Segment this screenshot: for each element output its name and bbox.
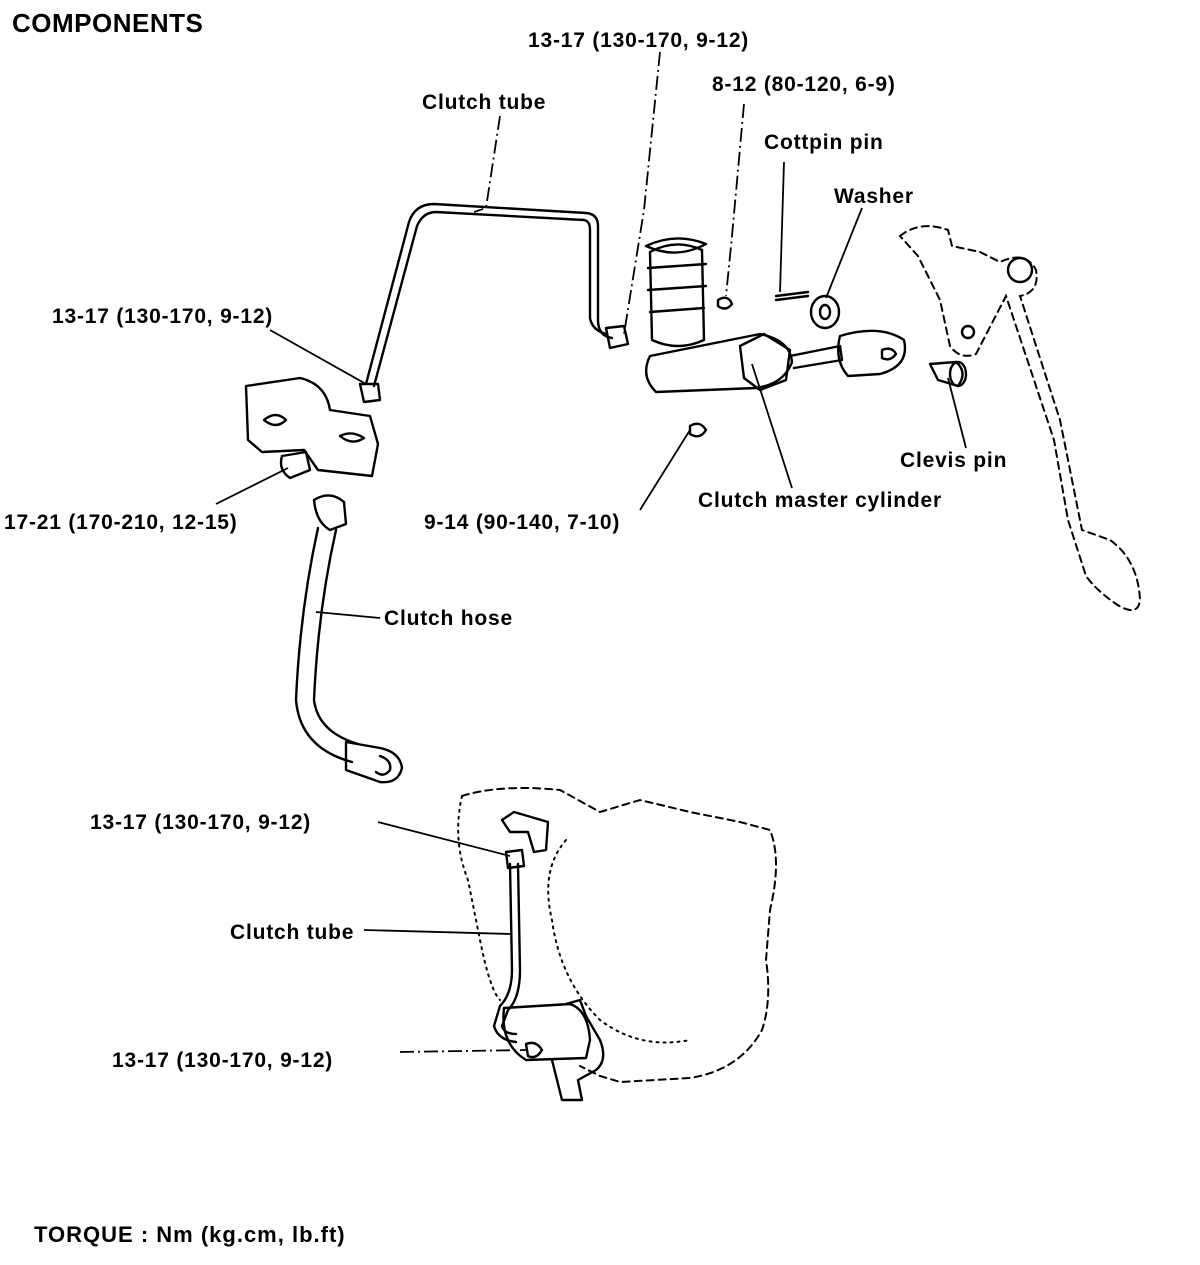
label-clutch-tube-upper: Clutch tube: [422, 91, 547, 114]
clutch-hose: [294, 494, 404, 784]
label-torque-master-tube: 13-17 (130-170, 9-12): [528, 29, 750, 52]
label-clutch-hose: Clutch hose: [384, 607, 513, 630]
page-title: COMPONENTS: [12, 8, 204, 38]
cotter-pin: [774, 290, 810, 302]
release-cylinder: [502, 998, 605, 1102]
upper-clutch-tube: [358, 202, 630, 404]
leader-lines: [215, 51, 967, 1053]
label-clutch-master-cylinder: Clutch master cylinder: [698, 489, 943, 512]
clutch-pedal: [898, 225, 1142, 611]
label-clevis-pin: Clevis pin: [900, 449, 1008, 472]
label-torque-lower-tube: 13-17 (130-170, 9-12): [90, 811, 312, 834]
label-torque-bracket-bolt: 17-21 (170-210, 12-15): [4, 511, 238, 534]
label-torque-master-mount: 9-14 (90-140, 7-10): [424, 511, 621, 534]
label-torque-bracket-tube: 13-17 (130-170, 9-12): [52, 305, 274, 328]
label-master-nut-torque: 8-12 (80-120, 6-9): [712, 73, 896, 96]
mounting-bracket: [244, 376, 380, 480]
torque-units-footer: TORQUE : Nm (kg.cm, lb.ft): [34, 1222, 346, 1247]
clevis-pin: [928, 360, 968, 388]
label-clutch-tube-lower: Clutch tube: [230, 921, 355, 944]
label-washer: Washer: [834, 185, 914, 208]
washer: [809, 294, 841, 330]
label-torque-release: 13-17 (130-170, 9-12): [112, 1049, 334, 1072]
housing-bracket: [500, 810, 550, 854]
clutch-master-cylinder: [644, 237, 907, 438]
lower-clutch-tube: [492, 848, 526, 1044]
transaxle-housing: [457, 787, 777, 1084]
label-cottpin: Cottpin pin: [764, 131, 884, 154]
